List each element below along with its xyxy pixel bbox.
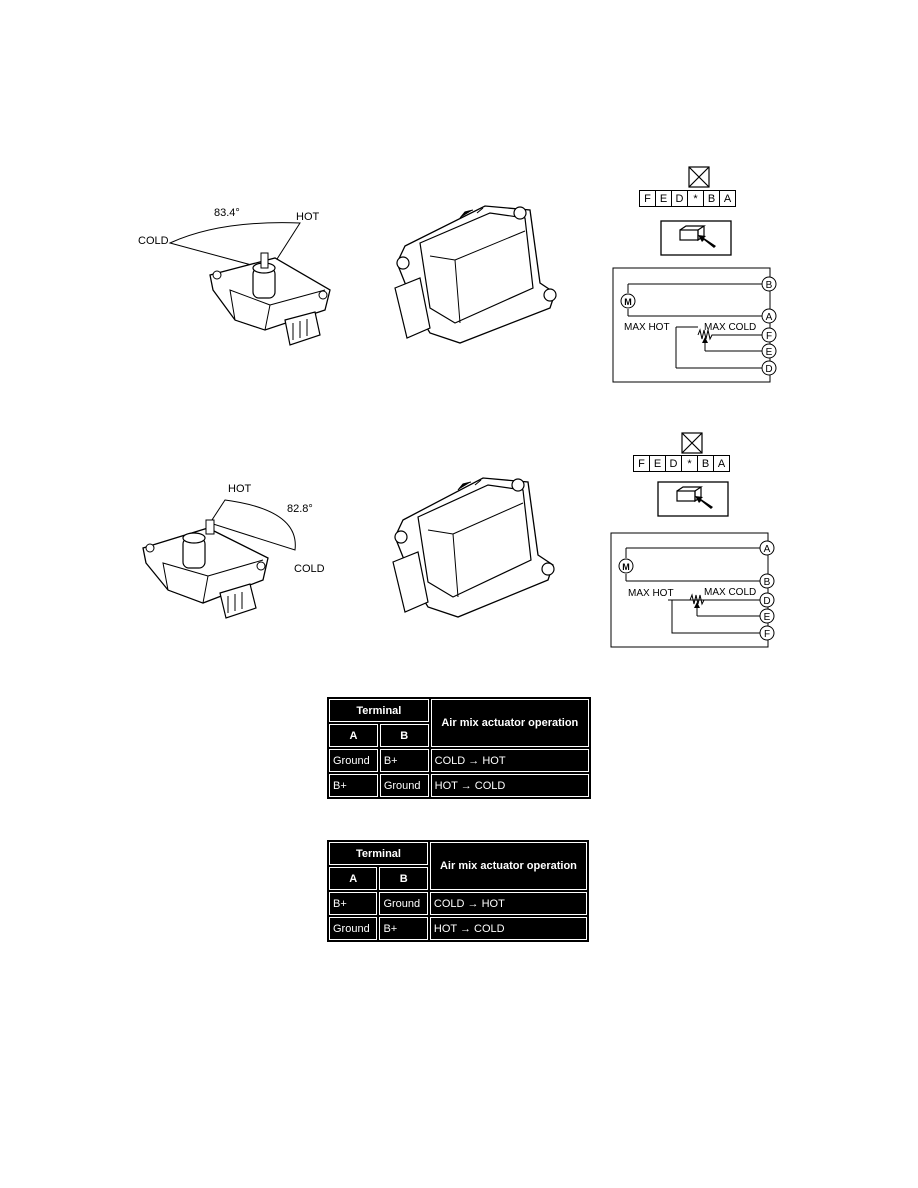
terminal-operation-table-1: Terminal Air mix actuator operation A B …: [327, 697, 591, 799]
max-hot-label: MAX HOT: [628, 588, 674, 599]
max-cold-label: MAX COLD: [704, 587, 756, 598]
circuit-schematic-2: M A B D E F MAX HOT MAX COLD: [610, 532, 775, 648]
header-terminal-b: B: [379, 724, 429, 747]
cell-a: B+: [329, 774, 378, 797]
terminal-label: D: [765, 364, 772, 375]
cold-label-1: COLD: [138, 235, 169, 247]
cold-label-2: COLD: [294, 563, 325, 575]
terminal-label: E: [766, 347, 773, 358]
motor-symbol: M: [624, 297, 632, 307]
cell-operation: HOT → COLD: [430, 774, 589, 797]
cell-operation: COLD → HOT: [430, 749, 589, 772]
terminal-operation-table-2: Terminal Air mix actuator operation A B …: [327, 840, 589, 942]
circuit-schematic-1: M B A F E D MAX HOT MAX COLD: [612, 267, 777, 383]
header-terminal-b: B: [379, 867, 428, 890]
cell-b: B+: [379, 749, 429, 772]
rotation-angle-arc-2: [209, 499, 296, 551]
pin-label: A: [719, 190, 736, 207]
terminal-label: A: [764, 544, 771, 555]
header-terminal-a: A: [329, 867, 378, 890]
terminal-label: B: [766, 280, 773, 291]
pin-label: A: [713, 455, 730, 472]
motor-symbol: M: [622, 562, 630, 572]
cell-operation: COLD → HOT: [429, 892, 587, 915]
pin-label: B: [697, 455, 714, 472]
actuator-isometric-illustration-2: [142, 519, 269, 619]
terminal-label: F: [766, 331, 772, 342]
angle-label-2: 82.8°: [287, 503, 313, 515]
pin-label: *: [687, 190, 704, 207]
pin-label: F: [633, 455, 650, 472]
header-terminal: Terminal: [329, 699, 429, 722]
pin-label: D: [671, 190, 688, 207]
table-row: B+ Ground HOT → COLD: [329, 774, 589, 797]
connector-symbol-icon-1: [688, 166, 710, 188]
terminal-label: D: [763, 596, 770, 607]
header-operation: Air mix actuator operation: [429, 842, 587, 890]
hot-label-2: HOT: [228, 483, 252, 495]
connector-symbol-icon-2: [681, 432, 703, 454]
connector-pinout-2: F E D * B A: [633, 455, 730, 472]
connector-plug-icon-2: [657, 481, 729, 517]
pin-label: *: [681, 455, 698, 472]
rotation-angle-arc-1: [168, 222, 301, 271]
cell-a: Ground: [329, 917, 378, 940]
header-terminal-a: A: [329, 724, 378, 747]
cell-operation: HOT → COLD: [429, 917, 587, 940]
table-row: Ground B+ HOT → COLD: [329, 917, 587, 940]
terminal-label: B: [764, 577, 771, 588]
connector-plug-icon-1: [660, 220, 732, 256]
pin-label: E: [649, 455, 666, 472]
hot-label-1: HOT: [296, 211, 320, 223]
pin-label: D: [665, 455, 682, 472]
terminal-label: A: [766, 312, 773, 323]
angle-label-1: 83.4°: [214, 207, 240, 219]
pin-label: F: [639, 190, 656, 207]
header-terminal: Terminal: [329, 842, 428, 865]
terminal-label: F: [764, 629, 770, 640]
max-hot-label: MAX HOT: [624, 322, 670, 333]
pin-label: B: [703, 190, 720, 207]
table-row: B+ Ground COLD → HOT: [329, 892, 587, 915]
max-cold-label: MAX COLD: [704, 322, 756, 333]
cell-b: Ground: [379, 774, 429, 797]
cell-a: B+: [329, 892, 378, 915]
cell-b: B+: [379, 917, 428, 940]
actuator-isometric-illustration-1: [209, 252, 331, 346]
header-operation: Air mix actuator operation: [430, 699, 589, 747]
connector-pinout-1: F E D * B A: [639, 190, 736, 207]
actuator-outline-illustration-1: [394, 205, 557, 344]
table-row: Ground B+ COLD → HOT: [329, 749, 589, 772]
cell-a: Ground: [329, 749, 378, 772]
cell-b: Ground: [379, 892, 428, 915]
terminal-label: E: [764, 612, 771, 623]
pin-label: E: [655, 190, 672, 207]
actuator-outline-illustration-2: [392, 477, 555, 618]
